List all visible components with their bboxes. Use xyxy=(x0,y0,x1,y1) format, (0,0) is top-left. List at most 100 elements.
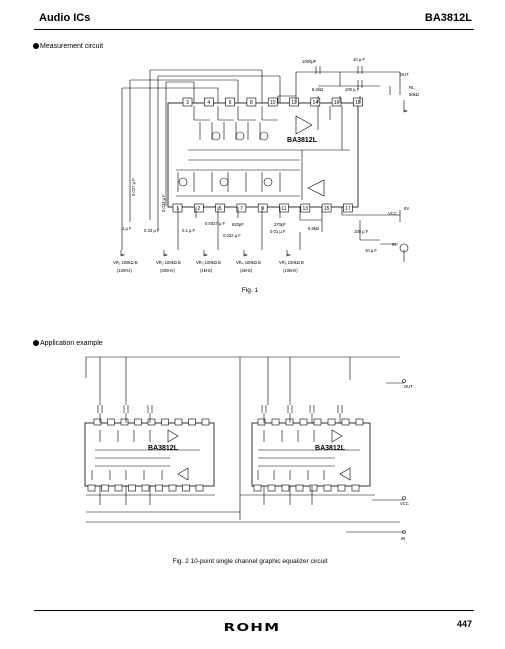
ic-pin-box xyxy=(289,97,299,107)
ic-pin-number: 13 xyxy=(303,206,309,212)
ic-pin-number: 12 xyxy=(291,100,297,106)
fig1-current-source-1 xyxy=(211,131,221,141)
bullet-icon xyxy=(33,340,39,346)
fig1-opamp-upper xyxy=(295,115,313,135)
fig1-current-source-4 xyxy=(178,177,188,187)
ic-pin-number: 14 xyxy=(313,100,319,106)
ic-pin-box xyxy=(279,203,289,213)
ic-pin-box xyxy=(310,97,321,107)
section-application-heading: Application example xyxy=(33,340,103,347)
fig1-vr-frequency: (1kHz) xyxy=(200,268,213,273)
ic-pin-box xyxy=(161,418,169,426)
ic-pin-number: 1 xyxy=(176,206,179,212)
fig1-vr-name: VR₂ 100kΩ B xyxy=(156,260,181,265)
ic-pin-box xyxy=(309,484,318,492)
ic-pin-box xyxy=(323,484,332,492)
ic-pin-box xyxy=(141,484,150,492)
fig2-right-bottom-pins xyxy=(253,484,360,492)
fig1-vr-potentiometer xyxy=(163,250,168,257)
fig1-current-source-2 xyxy=(235,131,245,141)
fig2-cap-rows xyxy=(97,405,343,505)
fig1-vr-frequency: (100Hz) xyxy=(117,268,132,273)
ic-pin-box xyxy=(343,203,353,213)
ic-pin-box xyxy=(267,484,276,492)
rohm-logo: ROHM xyxy=(223,621,281,634)
ic-pin-box xyxy=(147,418,156,426)
ic-pin-box xyxy=(246,97,257,107)
ic-pin-box xyxy=(281,484,290,492)
ic-pin-box xyxy=(300,203,311,213)
ic-pin-box xyxy=(101,484,109,492)
fig2-label-in: IN xyxy=(401,536,405,541)
fig1-bottom-wiring xyxy=(121,207,405,262)
fig1-label-1uf: 1 µ F xyxy=(122,226,132,231)
fig1-vr-potentiometer xyxy=(243,250,248,257)
section-measurement-heading: Measurement circuit xyxy=(33,43,103,50)
fig1-vr-name: VR₁ 100kΩ B xyxy=(113,260,138,265)
header-part-number: BA3812L xyxy=(424,12,472,24)
header-doc-category: Audio ICs xyxy=(39,12,91,24)
fig1-label-1000pf: 1000pF xyxy=(302,59,317,64)
fig1-chip-label: BA3812L xyxy=(287,137,318,144)
page-number: 447 xyxy=(456,619,472,629)
ic-pin-box xyxy=(182,484,190,492)
fig2-right-opamp-upper xyxy=(331,429,343,443)
fig1-label-in: IN xyxy=(392,242,396,247)
fig1-vr-potentiometer xyxy=(120,250,125,257)
fig1-label-001: 0.01 µ F xyxy=(270,229,286,234)
fig1-vr-frequency: (300Hz) xyxy=(160,268,175,273)
fig1-output-wiring xyxy=(121,69,401,230)
ic-pin-number: 6 xyxy=(229,100,232,106)
fig1-label-0033: 0.033 µ F xyxy=(161,194,166,212)
fig1-label-00027: 0.0027 µ F xyxy=(205,221,226,226)
ic-pin-box xyxy=(299,418,308,426)
ic-pin-number: 16 xyxy=(334,100,340,106)
ic-pin-box xyxy=(267,97,278,107)
fig1-label-10uf-top: 10 µ F xyxy=(353,57,365,62)
ic-pin-box xyxy=(257,418,266,426)
fig2-left-top-pins xyxy=(93,418,210,426)
fig1-label-0027: 0.027 µ F xyxy=(131,178,136,196)
ic-pin-number: 4 xyxy=(207,100,210,106)
ic-pin-box xyxy=(194,203,204,213)
fig2-left-bottom-pins xyxy=(87,484,204,492)
ic-pin-box xyxy=(172,203,183,213)
fig2-right-opamp-lower xyxy=(339,467,351,481)
ic-pin-box xyxy=(114,484,123,492)
fig1-label-100uf-b: 100 µ F xyxy=(354,229,369,234)
fig1-vr-labels: VR₁ 100kΩ B(100Hz)VR₂ 100kΩ B(300Hz)VR₃ … xyxy=(113,250,304,273)
footer-rule xyxy=(34,610,474,611)
fig2-left-opamp-upper xyxy=(167,429,179,443)
section-measurement-title: Measurement circuit xyxy=(40,43,104,50)
fig1-caption: Fig. 1 xyxy=(241,287,259,294)
ic-pin-box xyxy=(313,418,322,426)
fig2-right-chip-label: BA3812L xyxy=(315,445,346,452)
fig1-vr-frequency: (10kHz) xyxy=(283,268,298,273)
ic-pin-box xyxy=(93,418,102,426)
fig1-vr-name: VR₅ 100kΩ B xyxy=(279,260,304,265)
ic-pin-box xyxy=(201,418,210,426)
ic-pin-box xyxy=(107,418,115,426)
fig1-vr-frequency: (3kHz) xyxy=(240,268,253,273)
ic-pin-number: 3 xyxy=(186,100,189,106)
fig1-label-rl-val: 50kΩ xyxy=(409,92,419,97)
fig1-top-caps xyxy=(315,66,408,113)
fig1-label-100uf-top: 100 µ F xyxy=(345,87,360,92)
ic-pin-box xyxy=(271,418,280,426)
fig2-label-vcc: VCC xyxy=(400,501,409,506)
ic-pin-box xyxy=(182,97,193,107)
ic-pin-box xyxy=(285,418,294,426)
fig1-label-033uf: 0.33 µ F xyxy=(144,228,160,233)
ic-pin-box xyxy=(195,484,204,492)
ic-pin-number: 18 xyxy=(355,100,361,106)
fig2-in-terminal xyxy=(402,530,406,534)
ic-pin-number: 5 xyxy=(219,206,222,212)
ic-pin-number: 7 xyxy=(240,206,243,212)
ic-pin-number: 17 xyxy=(345,206,351,212)
section-application-title: Application example xyxy=(40,340,103,347)
ic-pin-box xyxy=(327,418,336,426)
ic-pin-number: 10 xyxy=(270,100,276,106)
fig2-vcc-terminal xyxy=(402,496,406,500)
ic-pin-box xyxy=(351,484,360,492)
